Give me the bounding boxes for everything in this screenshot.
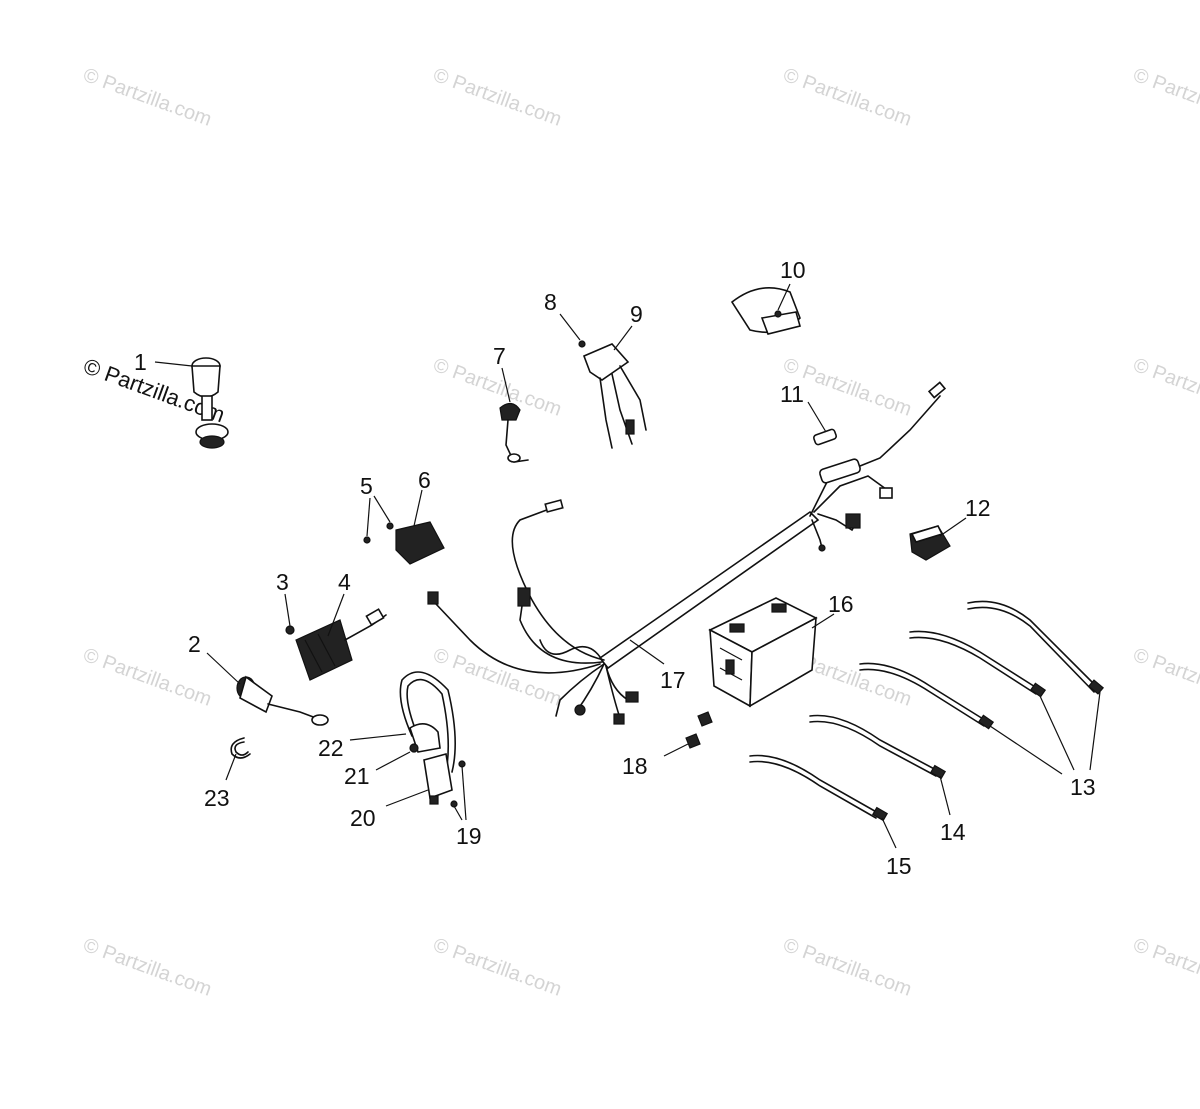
leader-lines [154,283,1101,849]
part-20-ignition-coil [399,671,466,808]
part-13-straps [859,600,1105,730]
callout-4: 4 [338,569,351,595]
callout-5: 5 [360,473,373,499]
callout-17: 17 [660,667,686,693]
part-9-relay [578,340,647,449]
callout-23: 23 [204,785,230,811]
watermark: © Partzilla.com [1130,934,1200,1001]
callout-15: 15 [886,853,912,879]
watermark: © Partzilla.com [430,934,564,1001]
callout-9: 9 [630,301,643,327]
part-18-bolts [685,711,713,749]
part-2-switch [236,675,329,726]
callout-13: 13 [1070,774,1096,800]
callout-12: 12 [965,495,991,521]
callout-numbers: 1 2 3 4 5 6 7 8 9 10 11 12 13 14 15 16 1… [134,257,1096,879]
part-16-battery [708,597,818,708]
part-6-module [363,521,445,565]
callout-18: 18 [622,753,648,779]
part-7-sensor [499,402,529,463]
callout-22: 22 [318,735,344,761]
callout-2: 2 [188,631,201,657]
callout-10: 10 [780,257,806,283]
watermark: © Partzilla.com [1130,64,1200,131]
watermark: © Partzilla.com [1130,644,1200,711]
callout-7: 7 [493,343,506,369]
watermark: © Partzilla.com [1130,354,1200,421]
callout-19: 19 [456,823,482,849]
callout-3: 3 [276,569,289,595]
callout-16: 16 [828,591,854,617]
part-10-pouch [730,286,801,335]
callout-6: 6 [418,467,431,493]
part-11-fuse [812,428,838,446]
part-4-regulator [285,608,387,681]
callout-11: 11 [780,381,804,407]
watermark: © Partzilla.com [780,64,914,131]
part-12-relay [909,525,951,561]
callout-21: 21 [344,763,370,789]
callout-20: 20 [350,805,376,831]
part-17-wiring-harness [427,381,947,725]
part-14-strap [809,714,947,780]
part-23-clip [230,737,251,759]
watermark: © Partzilla.com [430,64,564,131]
callout-1: 1 [134,349,147,375]
watermark: © Partzilla.com [80,64,214,131]
watermarks: © Partzilla.com © Partzilla.com © Partzi… [80,64,1200,1001]
callout-8: 8 [544,289,557,315]
watermark: © Partzilla.com [80,934,214,1001]
part-15-strap [749,754,889,822]
callout-14: 14 [940,819,966,845]
watermark: © Partzilla.com [780,934,914,1001]
part-1-key-switch [191,357,229,449]
